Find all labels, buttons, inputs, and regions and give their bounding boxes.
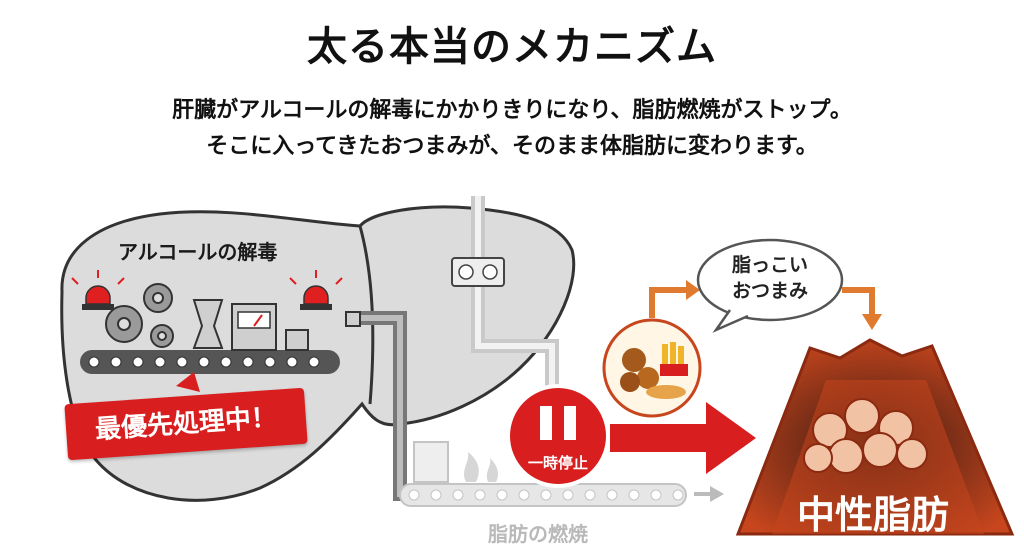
greasy-snacks-label: 脂っこい おつまみ <box>700 252 840 304</box>
pause-label: 一時停止 <box>512 452 604 473</box>
neutral-fat-label: 中性脂肪 <box>748 484 998 539</box>
detox-label: アルコールの解毒 <box>118 236 277 265</box>
curved-arrow-down <box>842 290 872 316</box>
curved-arrow-up <box>652 290 686 318</box>
flame-icon <box>464 452 479 482</box>
fat-burning-label: 脂肪の燃焼 <box>448 518 628 547</box>
